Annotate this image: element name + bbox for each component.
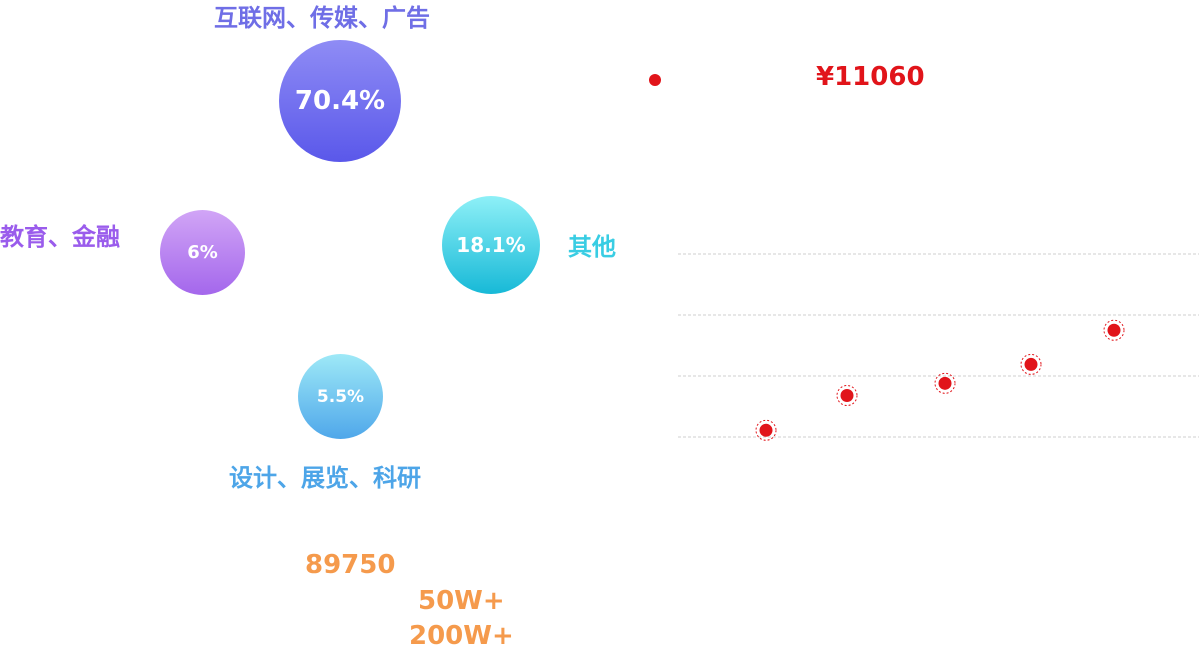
scatter-point xyxy=(934,372,956,394)
figure-second: 50W+ xyxy=(418,586,505,616)
bubble-label-internet: 互联网、传媒、广告 xyxy=(214,4,430,32)
bubble-label-design-exhibition-research: 设计、展览、科研 xyxy=(229,464,421,492)
bubble-other: 18.1% xyxy=(442,196,540,294)
scatter-point xyxy=(1103,319,1125,341)
figure-third: 200W+ xyxy=(409,621,514,651)
scatter-point xyxy=(836,385,858,407)
legend-value: ¥11060 xyxy=(816,62,925,92)
figure-first: 89750 xyxy=(305,550,396,580)
bubble-label-education-finance: 教育、金融 xyxy=(0,223,120,251)
bubble-value-design: 5.5% xyxy=(316,386,365,407)
bubble-label-other: 其他 xyxy=(568,233,616,261)
bubble-internet: 70.4% xyxy=(279,40,401,162)
legend-marker-dot xyxy=(649,74,661,86)
bubble-education-finance: 6% xyxy=(160,210,245,295)
bubble-value-education-finance: 6% xyxy=(187,242,218,263)
scatter-point xyxy=(755,419,777,441)
bubble-value-other: 18.1% xyxy=(456,233,526,257)
scatter-point xyxy=(1020,353,1042,375)
bubble-value-internet: 70.4% xyxy=(294,86,386,116)
bubble-design-exhibition-research: 5.5% xyxy=(298,354,383,439)
